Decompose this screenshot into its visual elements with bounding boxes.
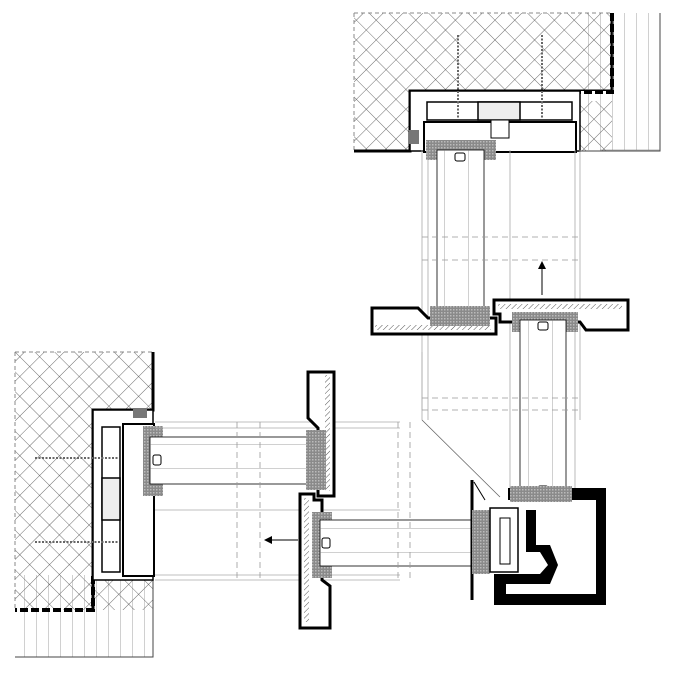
insulation-top xyxy=(580,13,661,152)
insulation-left xyxy=(15,575,154,658)
corner-post xyxy=(421,419,606,605)
sash-vertical xyxy=(370,140,630,501)
frame-top xyxy=(409,35,581,153)
sash-horizontal xyxy=(143,370,481,630)
